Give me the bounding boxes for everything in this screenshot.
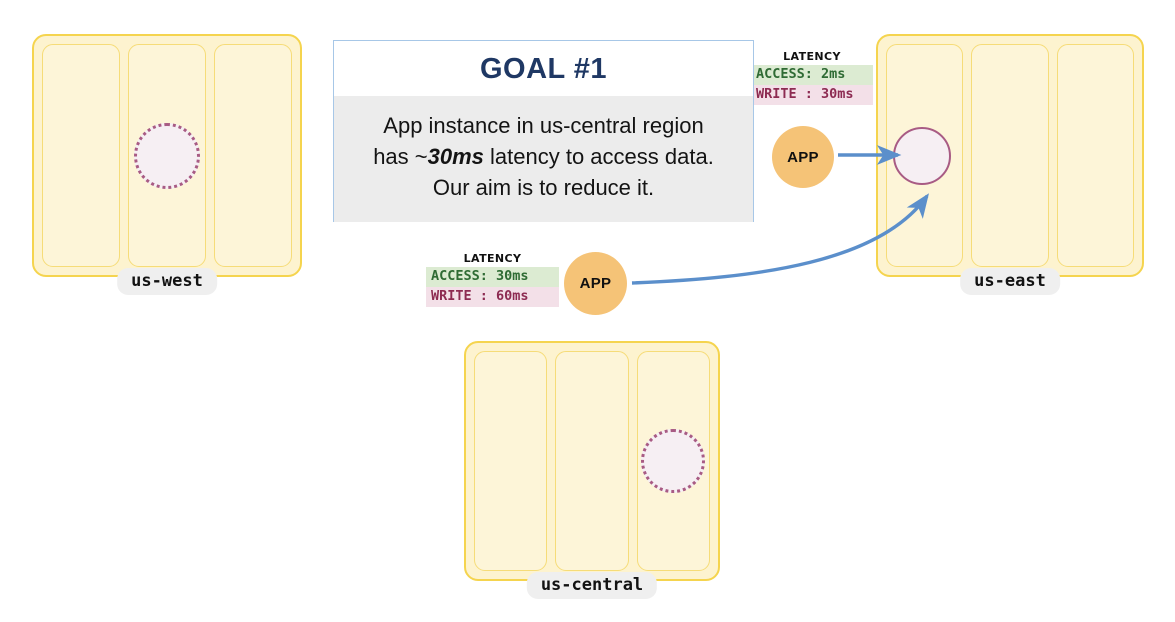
- zone-us-central-b[interactable]: [555, 351, 629, 571]
- app-node-us-east[interactable]: APP: [772, 126, 834, 188]
- latency-panel-us-central-access: ACCESS: 30ms: [426, 267, 559, 287]
- region-us-east[interactable]: [876, 34, 1144, 277]
- goal-callout-header: GOAL #1: [334, 41, 753, 96]
- latency-panel-us-east-title: LATENCY: [783, 50, 841, 63]
- zone-us-central-c[interactable]: [636, 351, 710, 571]
- region-us-west[interactable]: [32, 34, 302, 277]
- latency-panel-us-east-access: ACCESS: 2ms: [751, 65, 873, 85]
- zone-us-east-b[interactable]: [971, 44, 1049, 267]
- goal-body-line-2-pre: has ~: [373, 144, 428, 170]
- zone-us-east-c[interactable]: [1056, 44, 1134, 267]
- region-us-west-zones: [42, 44, 292, 267]
- goal-body-line-2-emphasis: 30ms: [427, 144, 484, 170]
- region-us-central-zones: [474, 351, 710, 571]
- latency-panel-us-east: LATENCY ACCESS: 2ms WRITE : 30ms: [751, 50, 873, 105]
- data-node-us-west-replica[interactable]: [134, 122, 200, 189]
- region-label-us-east: us-east: [960, 268, 1060, 295]
- region-us-east-zones: [886, 44, 1134, 267]
- latency-panel-us-central-write: WRITE : 60ms: [426, 286, 559, 307]
- zone-us-central-a[interactable]: [474, 351, 548, 571]
- goal-body-line-1: App instance in us-central region: [383, 113, 704, 138]
- data-node-us-east-leader[interactable]: [893, 126, 952, 185]
- zone-us-west-c[interactable]: [214, 44, 292, 267]
- goal-callout: GOAL #1 App instance in us-central regio…: [333, 40, 754, 222]
- zone-us-west-a[interactable]: [42, 44, 120, 267]
- region-label-us-west: us-west: [117, 268, 217, 295]
- zone-us-east-a[interactable]: [886, 44, 964, 267]
- goal-callout-body: App instance in us-central region has ~3…: [334, 96, 753, 222]
- data-node-us-central-replica[interactable]: [641, 429, 706, 493]
- region-us-central[interactable]: [464, 341, 720, 581]
- goal-body-line-3: Our aim is to reduce it.: [432, 175, 655, 201]
- zone-us-west-b[interactable]: [128, 44, 206, 267]
- goal-callout-title: GOAL #1: [479, 53, 608, 85]
- latency-panel-us-central: LATENCY ACCESS: 30ms WRITE : 60ms: [426, 252, 559, 307]
- app-node-us-east-label: APP: [787, 148, 819, 166]
- goal-body-line-2: has ~30ms latency to access data.: [354, 141, 733, 172]
- goal-body-line-2-post: latency to access data.: [483, 144, 714, 170]
- app-node-us-central-label: APP: [579, 275, 612, 292]
- region-label-us-central: us-central: [526, 572, 658, 599]
- latency-panel-us-central-title: LATENCY: [463, 252, 522, 265]
- app-node-us-central[interactable]: APP: [564, 252, 627, 315]
- latency-panel-us-east-write: WRITE : 30ms: [751, 84, 873, 105]
